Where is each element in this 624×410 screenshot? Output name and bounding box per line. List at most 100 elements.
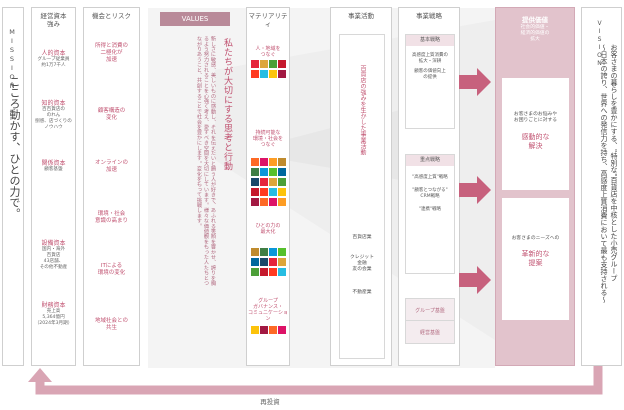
strategy-column: 事業戦略 基本戦略 高感度上質消費の 拡大・深耕 顧客の価値向上 の提供 重点戦… (398, 7, 460, 366)
sdg-goal-icon (251, 158, 259, 166)
flow-arrows (459, 68, 491, 294)
strength-human: 人的資本 グループ従業員 約1万7千人 (37, 50, 70, 68)
vision-title: VISION (596, 20, 603, 68)
strategy-basic-title: 基本戦略 (406, 35, 454, 46)
sdg-goal-icon (251, 326, 259, 334)
sdg-goal-icon (251, 198, 259, 206)
arrow-right-icon (459, 176, 491, 204)
sdg-goal-icon (251, 268, 259, 276)
strength-intellectual: 知的資本 百百貨店の のれん 捌感、店づくりの ノウハウ (35, 100, 72, 130)
sdg-goal-icon (260, 178, 268, 186)
sdg-goal-icon (269, 188, 277, 196)
sdg-goal-icon (260, 198, 268, 206)
strategy-group-base: グループ基盤 (405, 298, 455, 322)
sdg-goal-icon (269, 168, 277, 176)
arrow-right-icon (459, 68, 491, 96)
sdg-goal-icon (269, 158, 277, 166)
risk-item: オンラインの 加速 (94, 160, 128, 173)
strategy-focus-title: 重点戦略 (406, 155, 454, 166)
strategy-basic-box: 基本戦略 高感度上質消費の 拡大・深耕 顧客の価値向上 の提供 (405, 34, 455, 129)
sdg-goal-icon (269, 198, 277, 206)
business-main: 百貨店の強みを生かした事業活動 (359, 65, 366, 155)
sdg-goal-icon (269, 178, 277, 186)
value-card-answer: 革新的な 提案 (521, 250, 550, 267)
sdg-goal-icon (251, 178, 259, 186)
vision-column: VISION お客さまの暮らしを豊かにする、"特別な"百貨店を中核とした小売グル… (581, 7, 622, 366)
strength-relationship: 関係資本 顧客基盤 (41, 160, 66, 172)
sdg-goal-icon (278, 188, 286, 196)
strategy-management-base: 経営基盤 (405, 320, 455, 344)
strategy-item: "高感度上質"戦略 (412, 175, 448, 180)
strengths-title: 経営資本 強み (40, 12, 67, 28)
sdg-goal-icon (278, 198, 286, 206)
materiality-group: ひとの力の 最大化 (255, 223, 281, 235)
strength-facility: 設備資本 国内・海外 百貨店 43店舗、 その他不動産 (39, 240, 68, 270)
arrow-right-icon (459, 266, 491, 294)
risk-item: ITによる 環境の変化 (97, 263, 126, 276)
strategy-item: 高感度上質消費の 拡大・深耕 (412, 53, 448, 64)
sdg-goal-icon (260, 168, 268, 176)
sdg-goal-icon (278, 178, 286, 186)
risk-item: 顧客構造の 変化 (97, 108, 126, 121)
materiality-title: マテリアリティ (248, 12, 288, 28)
vision-text: お客さまの暮らしを豊かにする、"特別な"百貨店を中核とした小売グループ 〜日本の… (600, 44, 618, 303)
sdg-goal-icon (269, 70, 277, 78)
materiality-column: マテリアリティ 人・地域を つなぐ 持続可能な 環境・社会を つなぐ ひとの力の… (246, 7, 290, 366)
risk-item: 地域社会との 共生 (95, 318, 128, 331)
sdg-goal-icon (278, 268, 286, 276)
reinvest-label: 再投資 (260, 398, 280, 406)
sdg-goal-icon (278, 248, 286, 256)
strategy-title: 事業戦略 (416, 12, 442, 20)
values-body: 新しさに敏感、美しいものに感動し、それを伝えたいと願う人が好きで、あふれる笑顔を… (196, 36, 216, 286)
sdg-goal-icon (260, 268, 268, 276)
sdg-goal-icon (251, 60, 259, 68)
sdg-goal-icon (269, 258, 277, 266)
materiality-group: 人・地域を つなぐ (255, 46, 281, 58)
sdg-goal-icon (260, 158, 268, 166)
values-heading: 私たちが大切にする思考と行動 (222, 38, 232, 171)
strategy-focus-box: 重点戦略 "高感度上質"戦略 "顧客とつながる" CRM戦略 "連携"戦略 (405, 154, 455, 274)
sdg-goal-icon (278, 158, 286, 166)
business-item: 百貨店業 (352, 235, 372, 240)
values-title: VALUES (160, 12, 230, 26)
strategy-item: "顧客とつながる" CRM戦略 (412, 188, 448, 199)
value-card-answer: 感動的な 解決 (521, 133, 550, 150)
value-card: お客さまのニーズへの 革新的な 提案 (502, 198, 569, 320)
sdg-goal-icon (269, 268, 277, 276)
value-column: 提供価値 社会的価値・ 経済的価値の 拡大 お客さまのお悩みや お困りごとに対す… (495, 7, 575, 366)
sdg-goal-icon (260, 188, 268, 196)
sdg-goal-icon (251, 248, 259, 256)
business-column: 事業活動 百貨店の強みを生かした事業活動 百貨店業 クレジット 金融 友の会業 … (330, 7, 392, 366)
strength-financial: 財務資本 売上高 5,364億円 （2024年3月期） (34, 302, 73, 326)
value-subtitle: 社会的価値・ 経済的価値の 拡大 (520, 25, 550, 42)
business-item: クレジット 金融 友の会業 (350, 255, 374, 272)
mission-column: MISSION こころ動かす、ひとの力で。 (2, 7, 24, 366)
sdg-goal-icon (260, 70, 268, 78)
sdg-goal-icon (278, 70, 286, 78)
sdg-goal-icon (251, 188, 259, 196)
strategy-item: "連携"戦略 (418, 207, 442, 212)
sdg-goal-icon (278, 326, 286, 334)
arrow-up-icon (28, 368, 52, 382)
value-title: 提供価値 (522, 16, 548, 24)
sdg-goal-icon (269, 248, 277, 256)
sdg-goal-icon (260, 258, 268, 266)
risks-title: 機会とリスク (92, 12, 131, 20)
value-card-question: お客さまのお悩みや お困りごとに対する (513, 112, 558, 123)
strengths-column: 経営資本 強み 人的資本 グループ従業員 約1万7千人 知的資本 百百貨店の の… (31, 7, 76, 366)
reinvest-loop (28, 366, 603, 395)
risk-item: 所得と消費の 二極化が 加速 (94, 43, 128, 63)
sdg-goal-icon (251, 168, 259, 176)
sdg-goal-icon (251, 70, 259, 78)
business-title: 事業活動 (348, 12, 374, 20)
sdg-goal-icon (260, 326, 268, 334)
sdg-goal-icon (278, 258, 286, 266)
materiality-group: グループ ガバナンス・ コミュニケーション (248, 298, 288, 322)
materiality-group: 持続可能な 環境・社会を つなぐ (252, 130, 283, 148)
sdg-goal-icon (278, 60, 286, 68)
value-card-question: お客さまのニーズへの (511, 236, 560, 241)
risk-item: 環境・社会 意識の高まり (94, 211, 128, 224)
sdg-goal-icon (278, 168, 286, 176)
sdg-goal-icon (269, 60, 277, 68)
business-panel: 百貨店の強みを生かした事業活動 百貨店業 クレジット 金融 友の会業 不動産業 (339, 34, 385, 359)
